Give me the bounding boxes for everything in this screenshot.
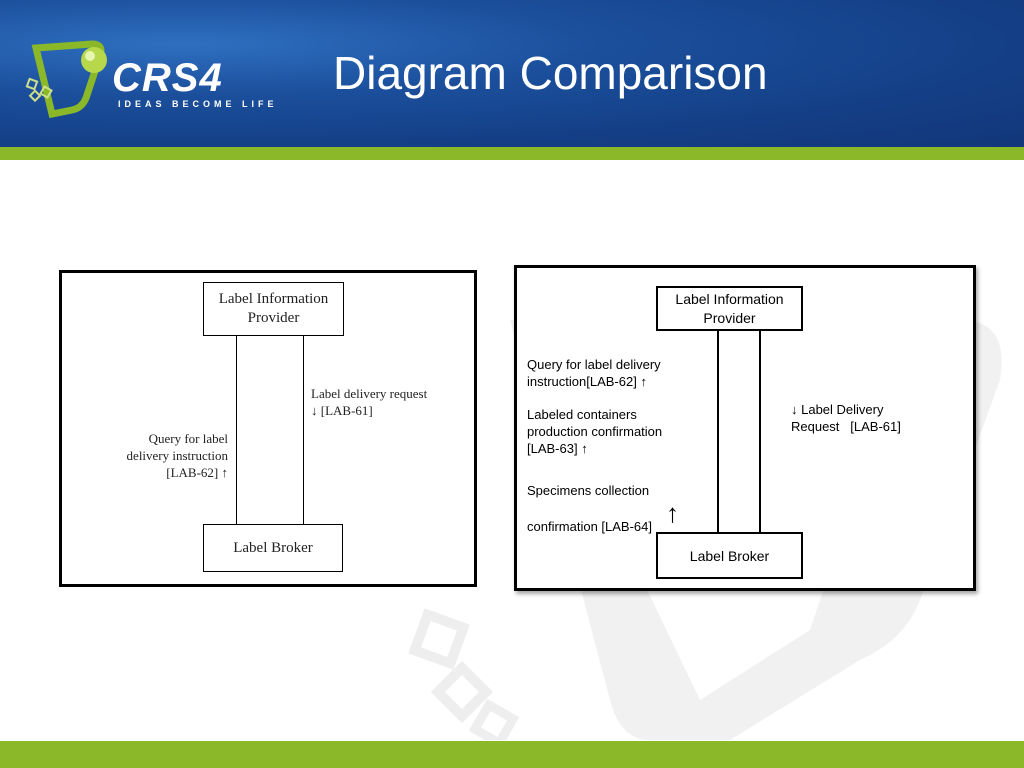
crs4-logo-graphic xyxy=(25,40,107,119)
logo-wordmark: CRS4 xyxy=(112,56,223,100)
header-band xyxy=(0,0,1024,147)
left-bottom-box: Label Broker xyxy=(203,524,343,572)
right-diagram-panel: Label Information Provider Label Broker … xyxy=(514,265,976,591)
right-connector-right xyxy=(759,331,761,532)
right-confirmation-label: confirmation [LAB-64] xyxy=(527,519,653,534)
right-bottom-box: Label Broker xyxy=(656,532,803,579)
left-right-label-line1: Label delivery request xyxy=(311,386,428,401)
left-diagram-panel: Label Information Provider Label Broker … xyxy=(59,270,477,587)
left-left-label-line2: delivery instruction xyxy=(126,447,228,463)
right-top-box-line2: Provider xyxy=(703,309,756,326)
left-left-label-line3: [LAB-62] ↑ xyxy=(166,464,228,480)
crs4-logo: CRS4 IDEAS BECOME LIFE xyxy=(22,38,292,120)
right-top-box-line1: Label Information xyxy=(675,291,784,308)
right-query-label-line2: instruction[LAB-62] ↑ xyxy=(527,373,647,389)
left-right-label-line2: ↓ [LAB-61] xyxy=(311,402,373,418)
right-connector-left xyxy=(717,331,719,532)
right-labeled-label-line2: production confirmation xyxy=(527,423,663,439)
left-left-label-line1: Query for label xyxy=(148,431,228,446)
left-connector-left xyxy=(236,336,237,524)
right-labeled-label-line3: [LAB-63] ↑ xyxy=(527,440,588,456)
left-left-label: Query for label delivery instruction [LA… xyxy=(112,431,228,482)
right-big-up-arrow: ↑ xyxy=(666,498,679,528)
left-connector-right xyxy=(303,336,304,524)
header-accent-stripe xyxy=(0,147,1024,160)
right-top-box: Label Information Provider xyxy=(656,286,803,331)
left-top-box: Label Information Provider xyxy=(203,282,344,336)
left-top-box-line2: Provider xyxy=(247,310,300,326)
right-query-label-line1: Query for label delivery xyxy=(527,357,661,372)
left-top-box-line1: Label Information xyxy=(218,291,329,308)
right-right-label: ↓ Label Delivery Request [LAB-61] xyxy=(791,402,901,436)
right-right-label-line1: ↓ Label Delivery xyxy=(791,402,884,417)
logo-tagline: IDEAS BECOME LIFE xyxy=(118,99,278,109)
left-right-label: Label delivery request ↓ [LAB-61] xyxy=(311,386,427,420)
right-query-label: Query for label delivery instruction[LAB… xyxy=(527,357,661,391)
right-right-label-line2: Request [LAB-61] xyxy=(791,418,901,434)
right-labeled-label: Labeled containers production confirmati… xyxy=(527,407,662,458)
right-specimens-label: Specimens collection xyxy=(527,483,650,498)
right-labeled-label-line1: Labeled containers xyxy=(527,407,637,422)
footer-accent-stripe xyxy=(0,741,1024,768)
slide-title: Diagram Comparison xyxy=(333,47,768,99)
